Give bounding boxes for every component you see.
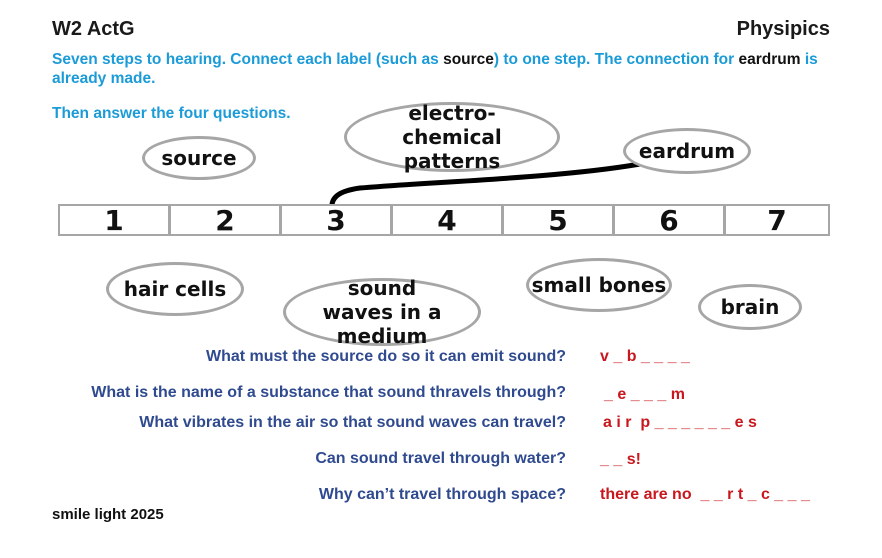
step-box-4[interactable]: 4 [391,204,503,237]
answer-hint-1[interactable]: v _ b _ _ _ _ [600,348,690,365]
step-box-3[interactable]: 3 [280,204,392,237]
question-3: What vibrates in the air so that sound w… [139,414,566,431]
worksheet-code: W2 ActG [52,18,135,40]
label-text-small-bones: small bones [531,273,667,297]
step-box-2[interactable]: 2 [169,204,281,237]
label-text-hair-cells: hair cells [123,277,227,301]
label-bubble-hair-cells[interactable]: hair cells [106,262,244,316]
label-bubble-brain[interactable]: brain [698,284,802,330]
label-text-brain: brain [720,295,780,319]
step-box-6[interactable]: 6 [613,204,725,237]
label-bubble-source[interactable]: source [142,136,256,180]
step-box-5[interactable]: 5 [502,204,614,237]
eardrum-connection-line [329,161,643,211]
answer-hint-3[interactable]: a i r p _ _ _ _ _ _ e s [603,414,757,431]
label-bubble-small-bones[interactable]: small bones [526,258,672,312]
step-box-1[interactable]: 1 [58,204,170,237]
instructions-line2: Then answer the four questions. [52,105,291,122]
answer-hint-4[interactable]: _ _ s! [600,451,641,468]
instr-text-a: Seven steps to hearing. Connect each lab… [52,51,444,68]
label-text-source: source [161,146,237,170]
answer-hint-2[interactable]: _ e _ _ _ m [604,386,685,403]
instructions-line1: Seven steps to hearing. Connect each lab… [52,50,842,88]
question-4: Can sound travel through water? [315,450,566,467]
label-text-eardrum: eardrum [638,139,736,163]
brand-title: Physipics [736,18,830,40]
footer-credit: smile light 2025 [52,506,164,523]
label-bubble-sound-waves[interactable]: sound waves in a medium [283,276,481,348]
instr-text-c: is already made. [52,51,818,87]
label-text-sound-waves: sound waves in a medium [322,276,442,348]
step-box-7[interactable]: 7 [724,204,830,237]
label-bubble-electro-chemical[interactable]: electro-chemical patterns [344,101,560,173]
instr-text-b: ) to one step. The connection for [493,51,739,68]
label-text-electro-chemical: electro-chemical patterns [402,101,502,173]
instr-keyword-eardrum: eardrum [738,51,801,68]
instr-keyword-source: source [443,51,494,68]
question-2: What is the name of a substance that sou… [91,384,566,401]
question-5: Why can’t travel through space? [318,486,566,503]
answer-hint-5[interactable]: there are no _ _ r t _ c _ _ _ [600,486,810,503]
question-1: What must the source do so it can emit s… [205,348,566,365]
label-bubble-eardrum[interactable]: eardrum [623,128,751,174]
